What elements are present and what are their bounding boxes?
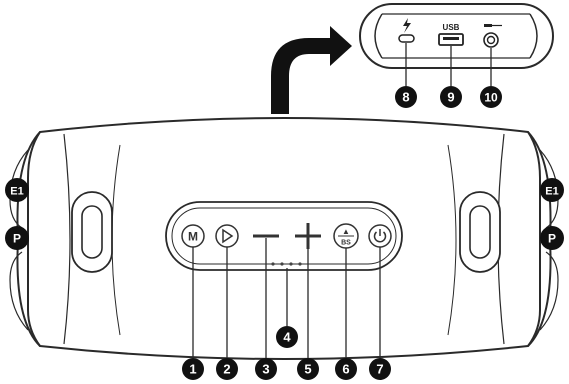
svg-text:5: 5 (304, 362, 311, 377)
left-strap-loop (71, 191, 113, 273)
callout-e1-right: E1 (540, 178, 564, 202)
battery-indicator-leds (271, 262, 302, 266)
svg-text:E1: E1 (10, 186, 23, 198)
svg-text:1: 1 (189, 362, 196, 377)
callout-4: 4 (276, 326, 298, 348)
callout-7: 7 (369, 358, 391, 380)
volume-up-button[interactable] (295, 223, 321, 249)
right-strap-loop (459, 191, 501, 273)
callout-6: 6 (335, 358, 357, 380)
bass-boost-top-glyph: ▲ (342, 227, 350, 236)
aux-line-icon (484, 24, 502, 27)
lightning-icon (403, 18, 411, 33)
port-panel: USB (359, 3, 554, 86)
svg-text:7: 7 (376, 362, 383, 377)
aux-jack-icon (483, 32, 499, 48)
callout-3: 3 (255, 358, 277, 380)
callout-10: 10 (480, 86, 502, 108)
plus-icon (295, 223, 321, 249)
leader-lines (192, 238, 381, 358)
speaker-body (9, 117, 559, 360)
svg-text:3: 3 (262, 362, 269, 377)
play-button[interactable] (215, 224, 239, 248)
callout-p-right: P (540, 226, 564, 250)
svg-text:4: 4 (283, 330, 291, 345)
usb-label: USB (443, 23, 460, 32)
power-icon (373, 229, 387, 243)
svg-text:P: P (548, 232, 556, 246)
callout-8: 8 (395, 86, 417, 108)
svg-text:E1: E1 (545, 186, 558, 198)
control-panel (165, 201, 403, 271)
callout-p-left: P (5, 226, 29, 250)
svg-text:P: P (13, 232, 21, 246)
callout-1: 1 (182, 358, 204, 380)
play-icon (222, 228, 234, 244)
mode-button[interactable]: M (181, 224, 205, 248)
callout-e1-left: E1 (5, 178, 29, 202)
usb-c-port-icon (398, 34, 415, 43)
callout-2: 2 (216, 358, 238, 380)
svg-text:10: 10 (484, 91, 498, 105)
mode-button-label: M (188, 230, 198, 244)
power-button[interactable] (368, 224, 392, 248)
callout-5: 5 (297, 358, 319, 380)
bass-boost-button[interactable]: ▲ BS (333, 223, 359, 249)
callout-9: 9 (440, 86, 462, 108)
svg-text:2: 2 (223, 362, 230, 377)
svg-text:8: 8 (402, 90, 409, 105)
direction-arrow (271, 26, 352, 114)
bass-boost-label: BS (341, 240, 351, 247)
svg-text:9: 9 (447, 90, 454, 105)
svg-text:6: 6 (342, 362, 349, 377)
